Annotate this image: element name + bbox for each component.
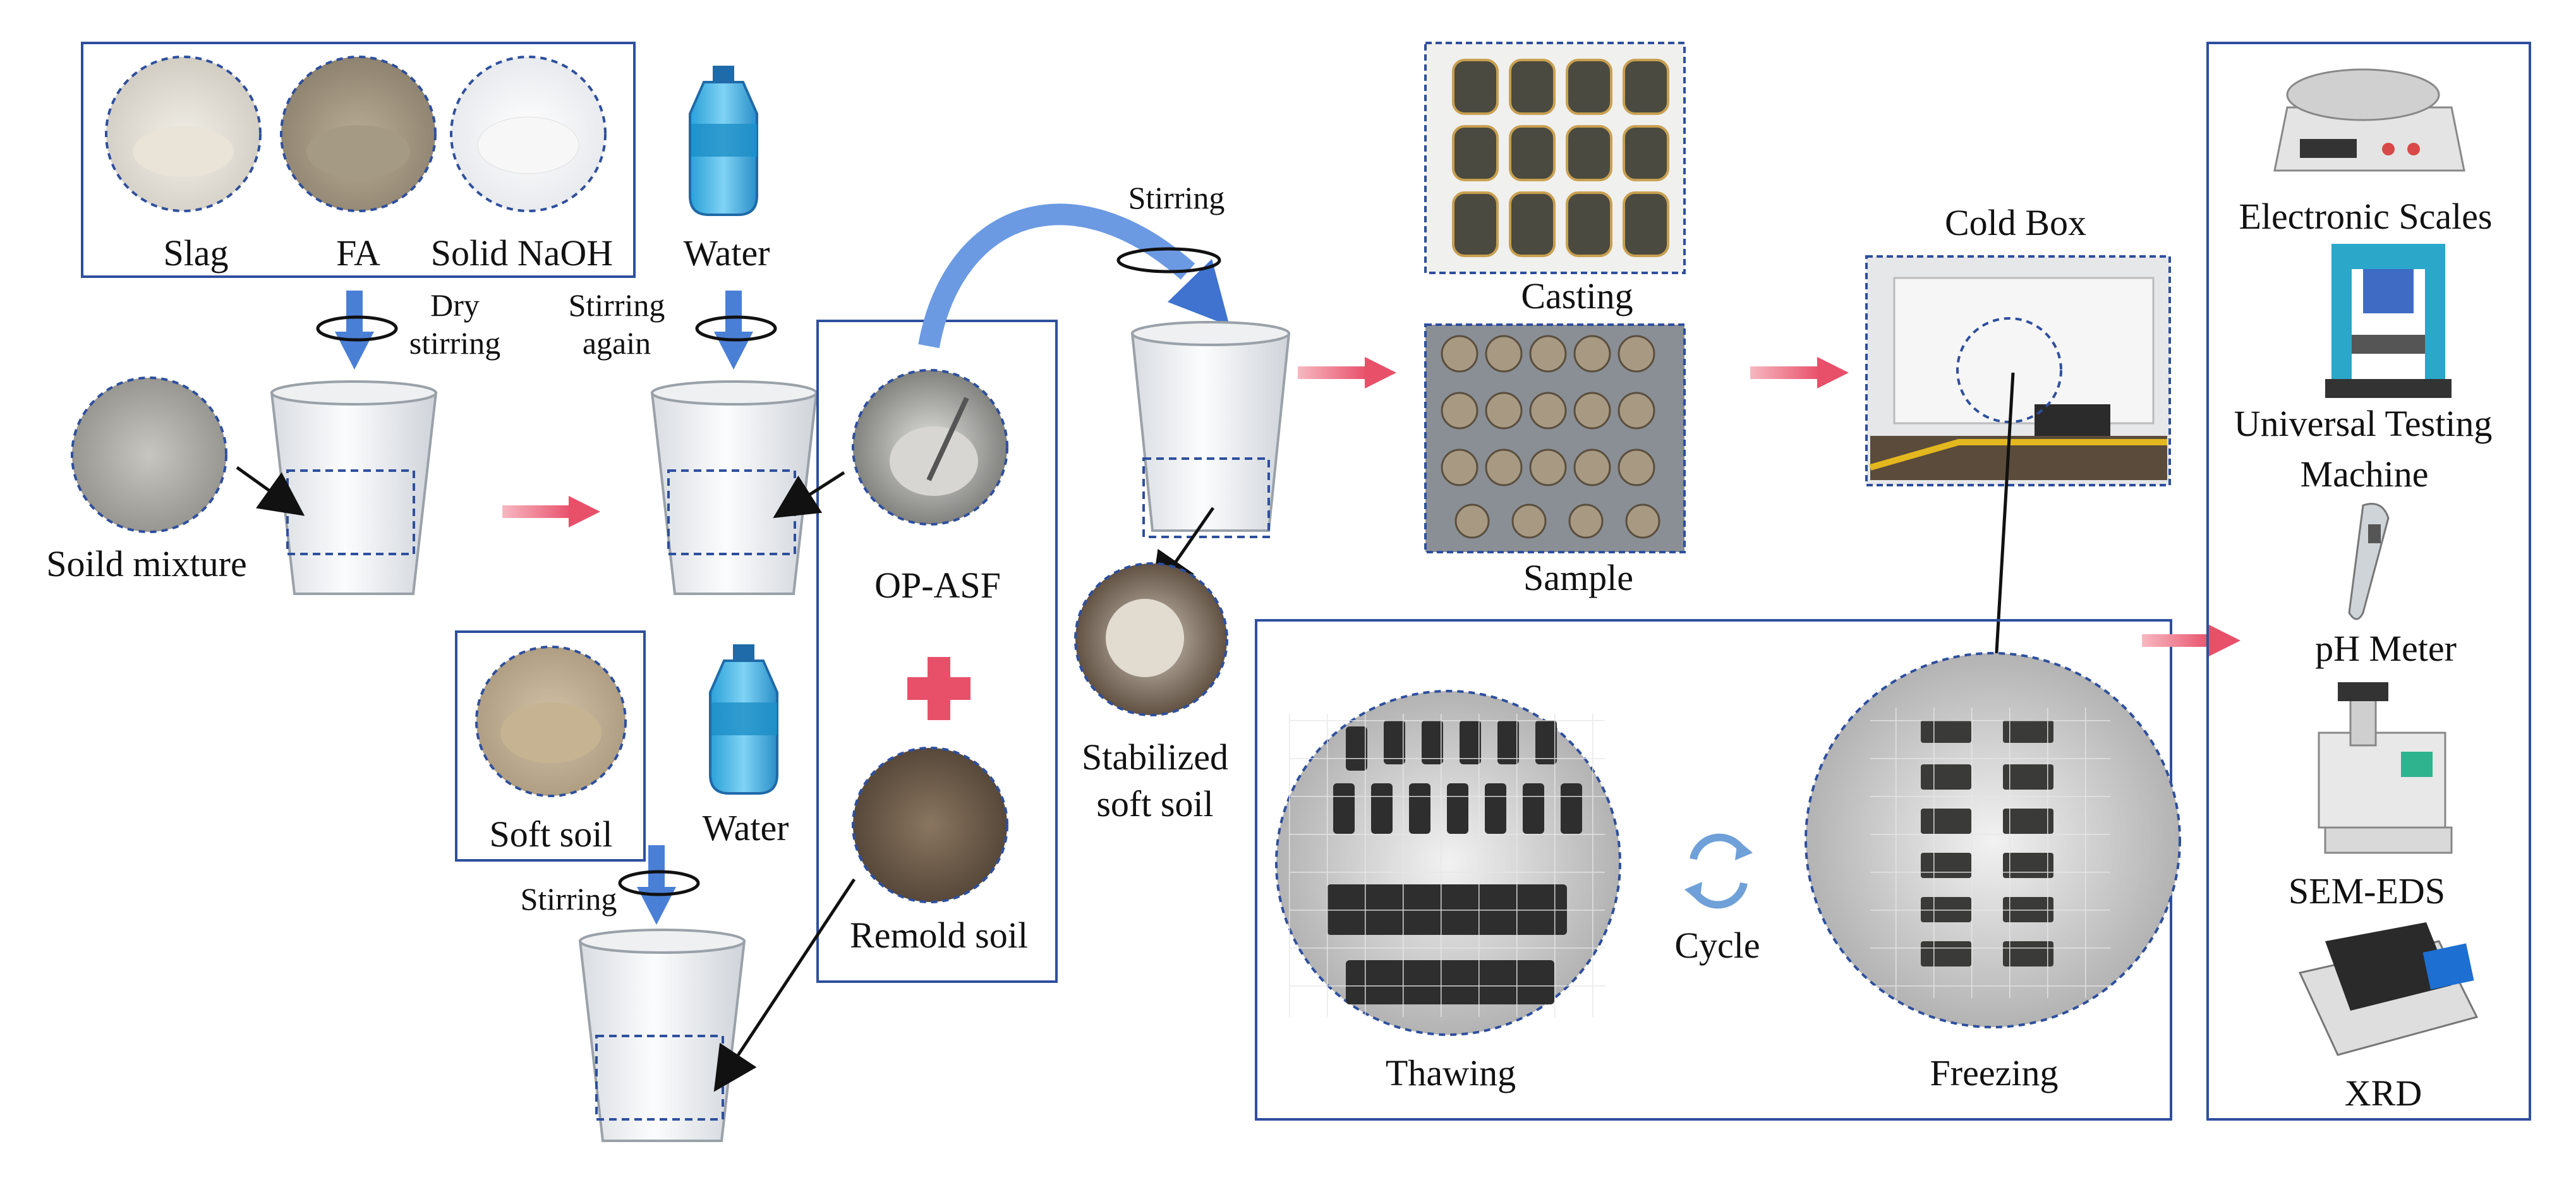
freezing-label: Freezing [1930,1052,2059,1093]
cold-box-to-freezing-arrow [1974,372,2019,704]
casting-label: Casting [1521,275,1633,316]
flow-arrow-1 [502,496,600,527]
naoh-label: Solid NaOH [431,232,613,274]
soft-soil-frame [455,630,646,862]
ph-meter-label: pH Meter [2315,628,2457,669]
stabilized-label-1: Stabilized [1082,737,1228,778]
stabilized-label-2: soft soil [1096,783,1213,824]
curved-flow-arrow [918,203,1230,349]
cold-box-photo [1865,255,2171,486]
sem-eds-label: SEM-EDS [2289,870,2445,912]
ph-meter-icon [2348,503,2390,620]
xrd-label: XRD [2345,1073,2422,1114]
dry-stirring-arrow [316,291,398,370]
stabilized-soil-photo [1074,562,1228,716]
cycle-label: Cycle [1674,925,1760,966]
sample-photo [1424,323,1686,553]
stirring-again-arrow [695,291,777,370]
flow-arrow-4 [2142,625,2240,656]
electronic-scales-label: Electronic Scales [2239,196,2493,237]
stirring-bottom-arrow [618,845,700,925]
water-bottle-2-icon [709,644,778,795]
tests-frame [2206,42,2531,1121]
op-asf-to-cup-arrow [773,471,845,519]
op-asf-photo [852,369,1008,526]
stirring-again-label-1: Stirring [569,287,665,323]
thawing-photo [1275,690,1621,1036]
mixing-cup-1 [270,380,438,595]
fa-label: FA [336,232,380,274]
remold-to-cup-arrow [713,878,856,1092]
materials-frame [81,42,636,278]
dry-stirring-label-1: Dry [430,287,480,323]
stirring-top-label: Stirring [1128,180,1225,215]
stirring-top-rotation-icon [1116,247,1221,274]
thawing-label: Thawing [1386,1052,1516,1093]
sem-eds-icon [2318,682,2453,854]
water-bottle-icon [689,66,758,216]
op-asf-label: OP-ASF [874,565,1001,606]
flow-arrow-2 [1298,357,1396,388]
remold-soil-label: Remold soil [850,915,1028,956]
mixing-cup-2 [650,380,818,595]
slag-photo [105,56,262,212]
soft-soil-label: Soft soil [490,814,613,855]
solid-mixture-photo [71,376,227,533]
mixing-cup-4 [1130,321,1291,538]
water-2-label: Water [702,807,789,848]
electronic-scales-icon [2273,68,2465,172]
freezing-photo [1805,652,2181,1028]
soft-soil-photo [475,646,627,797]
stirring-bottom-label: Stirring [521,881,617,917]
fa-photo [280,56,437,212]
mixture-to-cup-arrow [236,466,305,516]
cycle-icon [1684,833,1753,909]
naoh-photo [450,56,607,212]
plus-icon [907,657,971,720]
cold-box-label: Cold Box [1945,202,2086,243]
utm-label-1: Universal Testing [2234,403,2493,444]
solid-mixture-label: Soild mixture [46,543,246,584]
dry-stirring-label-2: stirring [409,325,500,361]
stirring-again-label-2: again [583,325,651,361]
water-label: Water [683,232,770,274]
mixing-cup-3 [578,929,746,1142]
slag-label: Slag [163,232,228,274]
casting-photo [1424,42,1686,274]
utm-label-2: Machine [2301,454,2429,495]
xrd-icon [2298,922,2479,1056]
remold-soil-photo [852,747,1008,903]
sample-label: Sample [1523,557,1633,598]
flow-arrow-3 [1750,357,1849,388]
universal-testing-machine-icon [2325,244,2452,398]
